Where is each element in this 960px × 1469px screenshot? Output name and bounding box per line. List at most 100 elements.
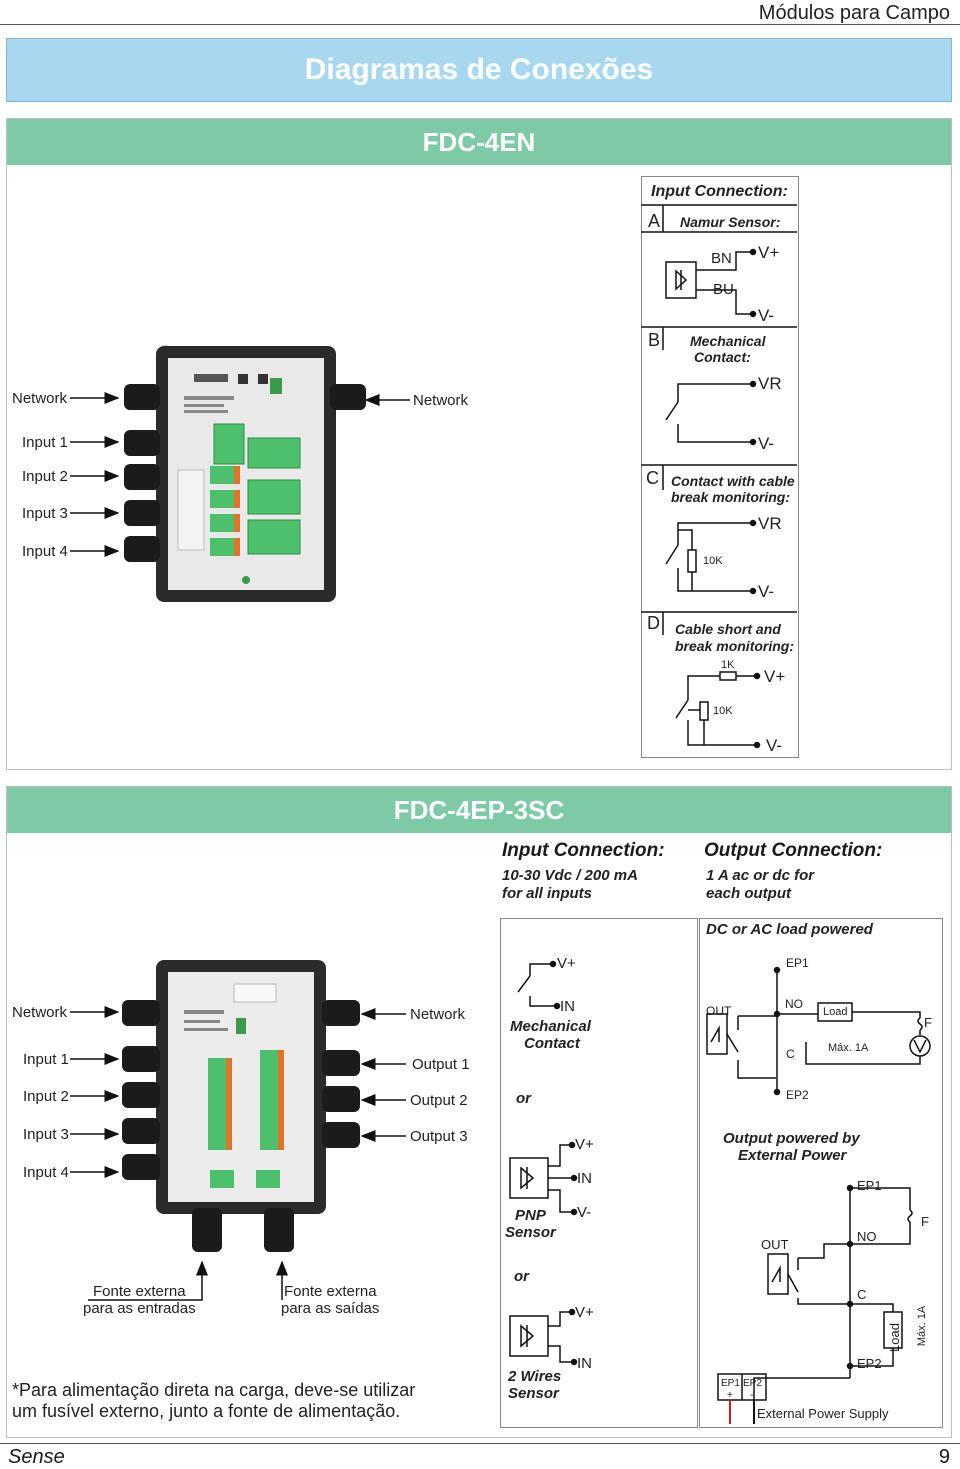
fdc4ep-bottom-label-1-l1: Fonte externa — [93, 1283, 186, 1300]
fdc4ep-ps-ep2: EP2 — [743, 1378, 762, 1389]
fdc4en-c-vr: VR — [758, 514, 782, 533]
fdc4en-d-vplus: V+ — [764, 667, 786, 686]
fdc4ep-bottom-label-2-l1: Fonte externa — [284, 1283, 377, 1300]
fdc4ep-label-input3: Input 3 — [23, 1126, 69, 1143]
fdc4en-label-input3: Input 3 — [22, 505, 68, 522]
fdc4en-label-input4: Input 4 — [22, 543, 68, 560]
fdc4en-d-vminus: V- — [766, 736, 783, 755]
fdc4ep-label-output2: Output 2 — [410, 1092, 468, 1109]
fdc4ep-out-no: NO — [785, 997, 803, 1011]
fdc4ep-out-dc-ac: DC or AC load powered — [706, 921, 873, 938]
fdc4en-label-input1: Input 1 — [22, 434, 68, 451]
fdc4ep-out-nob: NO — [857, 1229, 877, 1244]
fdc4en-label-network: Network — [12, 390, 68, 407]
fdc4ep-out-max: Máx. 1A — [828, 1042, 869, 1054]
fdc4en-label-input2: Input 2 — [22, 468, 68, 485]
fdc4ep-in-mech-1: Mechanical — [510, 1018, 591, 1035]
fdc4en-a-bn: BN — [711, 250, 732, 267]
fdc4ep-ps-ep1: EP1 — [721, 1378, 740, 1389]
fdc4en-c-title-2: break monitoring: — [671, 489, 791, 505]
fdc4ep-out-fb: F — [921, 1214, 929, 1229]
fdc4ep-inputs-box — [500, 918, 698, 1428]
fdc4ep-out-ext-1: Output powered by — [723, 1130, 860, 1147]
fdc4en-device-illustration — [124, 345, 366, 602]
fdc4ep-output-spec-2: each output — [706, 885, 791, 902]
fdc4en-b-title-2: Contact: — [694, 349, 751, 365]
fdc4ep-bottom-label-1-l2: para as entradas — [83, 1300, 196, 1317]
fdc4en-a-vminus: V- — [758, 306, 775, 325]
fdc4ep-input-heading: Input Connection: — [502, 840, 665, 861]
fdc4ep-out-outb: OUT — [761, 1237, 789, 1252]
fdc4ep-device-illustration — [122, 960, 360, 1252]
header-rule — [0, 24, 960, 25]
fdc4en-input-heading: Input Connection: — [651, 183, 788, 200]
fdc4ep-out-ep1b: EP1 — [857, 1178, 882, 1193]
fdc4ep-in-vplus3: V+ — [575, 1304, 594, 1321]
fdc4ep-ps-label: External Power Supply — [757, 1406, 889, 1421]
fdc4en-letter-c: C — [646, 468, 659, 488]
fdc4en-d-r1: 1K — [721, 659, 735, 671]
fdc4en-c-title-1: Contact with cable — [671, 473, 795, 489]
fdc4ep-output-heading: Output Connection: — [704, 840, 883, 861]
fdc4ep-bottom-label-2-l2: para as saídas — [281, 1300, 380, 1317]
fdc4ep-title: FDC-4EP-3SC — [7, 787, 951, 833]
fdc4ep-in-vplus: V+ — [557, 955, 576, 972]
fdc4ep-label-input2: Input 2 — [23, 1088, 69, 1105]
fdc4ep-label-output1: Output 1 — [412, 1056, 470, 1073]
fdc4ep-ps-plus: + — [727, 1390, 733, 1401]
fdc4ep-in-two-2: Sensor — [508, 1385, 559, 1402]
fdc4en-a-vplus: V+ — [758, 243, 780, 262]
fdc4ep-label-input1: Input 1 — [23, 1051, 69, 1068]
fdc4ep-input-spec-1: 10-30 Vdc / 200 mA — [502, 867, 638, 884]
fdc4ep-note-1: *Para alimentação direta na carga, deve-… — [12, 1380, 416, 1400]
fdc4ep-in-vplus2: V+ — [575, 1136, 594, 1153]
fdc4ep-ps-minus: - — [750, 1390, 754, 1401]
fdc4ep-out-ep2: EP2 — [786, 1088, 809, 1102]
fdc4ep-out-load: Load — [823, 1006, 848, 1018]
fdc4en-arrows — [70, 392, 410, 557]
fdc4ep-out-f: F — [924, 1015, 932, 1030]
fdc4ep-in-or-2: or — [514, 1268, 529, 1285]
fdc4en-b-vminus: V- — [758, 434, 775, 453]
fdc4ep-note-2: um fusível externo, junto a fonte de ali… — [12, 1401, 401, 1421]
fdc4ep-input-spec-2: for all inputs — [502, 885, 592, 902]
fdc4ep-out-ext-2: External Power — [738, 1147, 847, 1164]
fdc4en-d-title-1: Cable short and — [675, 621, 781, 637]
fdc4ep-in-two-1: 2 Wires — [508, 1368, 562, 1385]
fdc4en-c-resistor: 10K — [703, 555, 723, 567]
fdc4ep-out-ep2b: EP2 — [857, 1356, 882, 1371]
fdc4ep-label-network: Network — [12, 1004, 68, 1021]
fdc4ep-in-or-1: or — [516, 1090, 531, 1107]
header-section-title: Módulos para Campo — [758, 2, 950, 24]
fdc4en-letter-d: D — [647, 613, 660, 633]
footer-rule — [0, 1443, 960, 1444]
fdc4ep-in-mech-2: Contact — [524, 1035, 580, 1052]
fdc4ep-out-ep1: EP1 — [786, 956, 809, 970]
page-title: Diagramas de Conexões — [6, 38, 952, 102]
fdc4ep-in-vminus2: V- — [577, 1204, 592, 1221]
fdc4ep-out-cb: C — [857, 1287, 867, 1302]
fdc4ep-in-in: IN — [560, 998, 575, 1015]
fdc4en-d-r2: 10K — [713, 705, 733, 717]
fdc4en-d-title-2: break monitoring: — [675, 638, 795, 654]
fdc4ep-output-spec-1: 1 A ac or dc for — [706, 867, 815, 884]
fdc4ep-label-output3: Output 3 — [410, 1128, 468, 1145]
fdc4ep-label-input4: Input 4 — [23, 1164, 69, 1181]
fdc4ep-in-in3: IN — [577, 1355, 592, 1372]
fdc4ep-out-c: C — [786, 1047, 795, 1061]
fdc4en-input-connection-box — [641, 176, 799, 758]
fdc4en-b-vr: VR — [758, 374, 782, 393]
fdc4en-letter-b: B — [648, 330, 661, 350]
fdc4ep-in-pnp-2: Sensor — [505, 1224, 556, 1241]
footer-brand: Sense — [8, 1446, 65, 1468]
fdc4en-label-network-right: Network — [413, 392, 469, 409]
fdc4ep-in-pnp-1: PNP — [515, 1207, 546, 1224]
fdc4en-input-schematics — [641, 204, 797, 749]
fdc4en-letter-a: A — [648, 211, 661, 231]
fdc4ep-label-network-right: Network — [410, 1006, 466, 1023]
fdc4en-title: FDC-4EN — [7, 119, 951, 165]
footer-page-number: 9 — [938, 1446, 950, 1468]
